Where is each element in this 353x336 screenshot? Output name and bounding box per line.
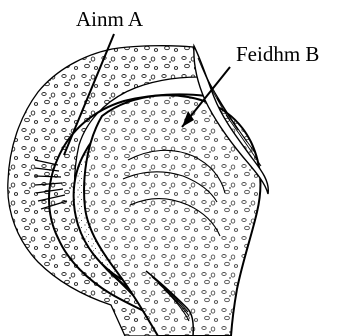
label-b: Feidhm B [236,44,319,65]
label-a: Ainm A [76,9,143,30]
